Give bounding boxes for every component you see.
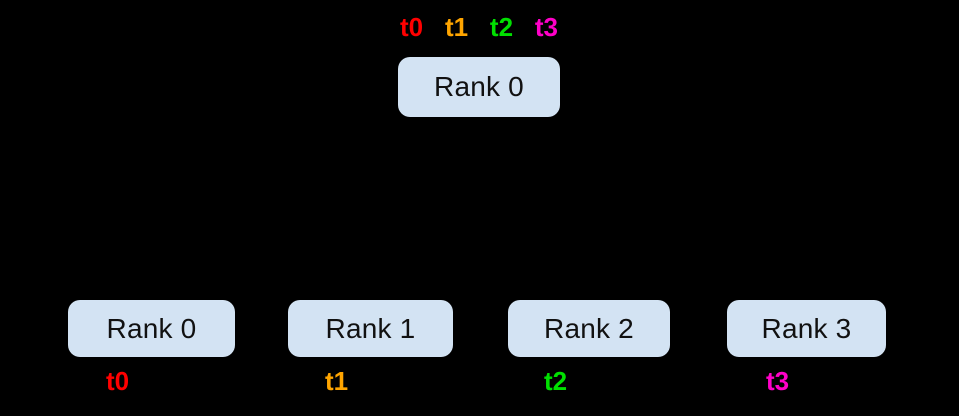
source-node-rank-0[interactable]: Rank 0 (398, 57, 560, 117)
destination-tensor-tag-t3: t3 (766, 366, 790, 396)
destination-node-rank-0[interactable]: Rank 0 (68, 300, 235, 357)
destination-node-rank-2[interactable]: Rank 2 (508, 300, 670, 357)
source-tensor-tag-t0: t0 (400, 12, 424, 42)
source-tensor-tag-group: t0 t1 t2 t3 (398, 12, 560, 42)
destination-node-label-3: Rank 3 (761, 312, 852, 344)
destination-node-label-1: Rank 1 (325, 312, 416, 344)
destination-node-rank-1[interactable]: Rank 1 (288, 300, 453, 357)
destination-node-rank-3[interactable]: Rank 3 (727, 300, 886, 357)
source-tensor-tag-t1: t1 (444, 12, 469, 42)
source-tensor-tag-t3: t3 (534, 12, 558, 42)
destination-node-label-2: Rank 2 (544, 312, 634, 344)
source-node-label: Rank 0 (434, 71, 524, 102)
destination-tensor-tag-t0: t0 (106, 366, 130, 396)
destination-tensor-tag-t1: t1 (325, 366, 349, 396)
source-tensor-tag-t2: t2 (489, 12, 514, 42)
destination-node-label-0: Rank 0 (106, 312, 197, 344)
destination-tensor-tag-t2: t2 (544, 366, 568, 396)
